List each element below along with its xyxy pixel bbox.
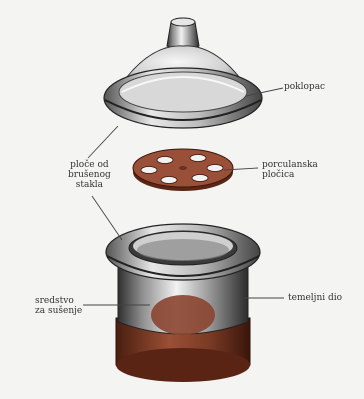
lid-knob-top: [171, 18, 195, 26]
label-ploce: ploče od brušenog stakla: [68, 160, 111, 190]
label-sredstvo: sredstvo za sušenje: [35, 296, 82, 316]
desiccant-blob: [151, 295, 215, 335]
label-poklopac: poklopac: [284, 82, 325, 92]
base-bottom: [116, 348, 250, 382]
plate-hole: [190, 155, 206, 162]
plate-hole: [141, 167, 157, 174]
porcelain-plate: [133, 149, 233, 191]
lid: [104, 18, 262, 128]
plate-hole: [207, 165, 223, 172]
plate-hole: [192, 175, 208, 182]
label-temeljni: temeljni dio: [288, 293, 342, 303]
plate-hole: [157, 157, 173, 164]
base: [106, 224, 260, 382]
label-plocica: porculanska pločica: [262, 160, 318, 180]
leader-ploce-top: [88, 126, 118, 158]
plate-hole: [161, 177, 177, 184]
leader-ploce-bottom: [92, 196, 122, 240]
